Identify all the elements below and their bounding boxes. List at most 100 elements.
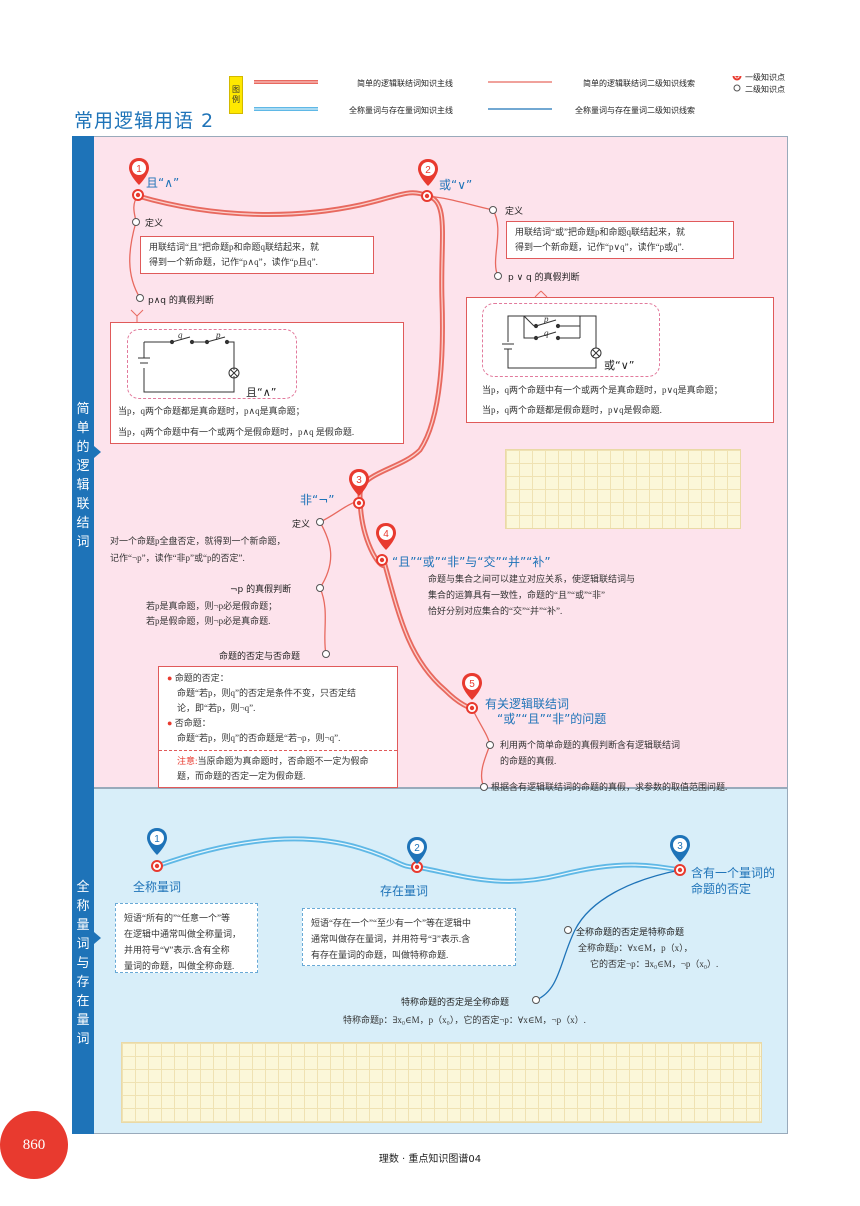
pin-marker-4: 4 <box>376 523 396 550</box>
svg-text:2: 2 <box>414 843 420 854</box>
and-def-text-2: 得到一个新命题，记作“p∧q”，读作“p且q”. <box>149 257 318 267</box>
univ-title: 全称量词 <box>133 880 182 894</box>
pin-marker-2: 2 <box>418 159 438 186</box>
svg-text:5: 5 <box>469 679 475 690</box>
set-text-3: 恰好分别对应集合的“交”“并”“补”. <box>428 606 563 616</box>
prob-title-2: “或”“且”“非”的问题 <box>497 712 607 726</box>
exist-text-1: 短语“存在一个”“至少有一个”等在逻辑中 <box>311 918 471 928</box>
or-circuit-q: q <box>544 328 549 338</box>
or-def-box: 用联结词“或”把命题p和命题q联结起来，就 得到一个新命题，记作“p∨q”，读作… <box>506 221 734 259</box>
not-neg-box: ● 命题的否定： 命题“若p，则q”的否定是条件不变，只否定结 论，即“若p，则… <box>158 666 398 788</box>
not-neg-text-1: 命题“若p，则q”的否定是条件不变，只否定结 <box>177 688 356 698</box>
and-circuit-p: p <box>215 332 221 340</box>
page-title: 常用逻辑用语 2 <box>74 110 215 132</box>
not-note-tag: 注意: <box>177 756 198 766</box>
sidebar-arrow-bottom <box>94 932 101 944</box>
notes-grid-bottom[interactable] <box>121 1042 762 1123</box>
svg-text:3: 3 <box>356 475 362 486</box>
negq-univ-label: 全称命题的否定是特称命题 <box>576 928 685 938</box>
and-circuit-label: 且“∧” <box>246 386 277 399</box>
and-def-text-1: 用联结词“且”把命题p和命题q联结起来，就 <box>149 242 319 252</box>
negq-exist-text: 特称命题p：∃x₀∈M，p（x₀），它的否定¬p：∀x∈M，¬p（x）. <box>343 1015 586 1025</box>
or-circuit-frame <box>482 303 660 377</box>
page-number-badge: 860 <box>0 1111 68 1179</box>
svg-text:1: 1 <box>136 164 142 175</box>
negq-title-1: 含有一个量词的 <box>691 866 776 880</box>
svg-text:4: 4 <box>383 529 389 540</box>
footer-text: 理数 · 重点知识图谱04 <box>378 1154 482 1165</box>
legend-lines <box>254 76 742 111</box>
not-truth-1: 若p是真命题，则¬p必是假命题； <box>146 601 278 611</box>
svg-text:1: 1 <box>154 834 160 845</box>
negq-title-2: 命题的否定 <box>691 882 752 896</box>
legend-main2: 全称量词与存在量词知识主线 <box>349 106 453 115</box>
not-neg-text-2: 论，即“若p，则¬q”. <box>177 703 256 713</box>
not-neg-label: 命题的否定与否命题 <box>219 652 301 662</box>
not-note-text-1: 当原命题为真命题时，否命题不一定为假命 <box>197 756 369 766</box>
legend-badge: 图例 <box>229 76 243 114</box>
or-circuit-label: 或“∨” <box>604 359 635 372</box>
univ-text-4: 量词的命题，叫做全称命题. <box>124 961 235 971</box>
not-title: 非“¬” <box>300 493 335 507</box>
svg-text:3: 3 <box>677 841 683 852</box>
pin-marker-quant-2: 2 <box>407 837 427 864</box>
not-truth-2: 若p是假命题，则¬p必是真命题. <box>146 616 271 626</box>
sidebar-label-quantifiers: 全称量词与存在量词 <box>72 878 94 1049</box>
or-rule-1: 当p，q两个命题中有一个或两个是真命题时，p∨q是真命题； <box>482 385 723 395</box>
or-rule-2: 当p，q两个命题都是假命题时，p∨q是假命题. <box>482 405 662 415</box>
and-rule-2: 当p，q两个命题中有一个或两个是假命题时，p∧q 是假命题. <box>118 427 355 437</box>
and-truth-label: p∧q 的真假判断 <box>148 296 214 306</box>
not-def-text-2: 记作“¬p”，读作“非p”或“p的否定”. <box>110 553 245 563</box>
prob-title-1: 有关逻辑联结词 <box>485 697 570 711</box>
prob-item-1a: 利用两个简单命题的真假判断含有逻辑联结词 <box>500 740 681 750</box>
univ-text-2: 在逻辑中通常叫做全称量词， <box>124 929 242 939</box>
univ-text-3: 并用符号“∀”表示.含有全称 <box>124 945 230 955</box>
and-def-box: 用联结词“且”把命题p和命题q联结起来，就 得到一个新命题，记作“p∧q”，读作… <box>140 236 374 274</box>
and-circuit-q: q <box>178 332 183 340</box>
exist-text-3: 有存在量词的命题，叫做特称命题. <box>311 950 449 960</box>
or-circuit-p: p <box>543 314 549 324</box>
or-def-text-2: 得到一个新命题，记作“p∨q”，读作“p或q”. <box>515 242 684 252</box>
negq-univ-text-1: 全称命题p：∀x∈M，p（x）， <box>578 943 693 953</box>
svg-text:2: 2 <box>425 165 431 176</box>
pin-marker-quant-1: 1 <box>147 828 167 855</box>
not-def-label: 定义 <box>292 520 311 530</box>
and-rule-1: 当p，q两个命题都是真命题时，p∧q是真命题； <box>118 406 305 416</box>
and-def-label: 定义 <box>145 219 164 229</box>
or-def-text-1: 用联结词“或”把命题p和命题q联结起来，就 <box>515 227 685 237</box>
prob-item-1b: 的命题的真假. <box>500 756 557 766</box>
legend-level1: 一级知识点 <box>745 73 785 82</box>
notes-grid-top[interactable] <box>505 449 741 529</box>
univ-box: 短语“所有的”“任意一个”等 在逻辑中通常叫做全称量词， 并用符号“∀”表示.含… <box>115 903 258 973</box>
pin-marker-5: 5 <box>462 673 482 700</box>
set-text-1: 命题与集合之间可以建立对应关系，使逻辑联结词与 <box>428 574 636 584</box>
legend-level2: 二级知识点 <box>745 85 785 94</box>
exist-box: 短语“存在一个”“至少有一个”等在逻辑中 通常叫做存在量词，并用符号“∃”表示.… <box>302 908 516 966</box>
sidebar-label-connectives: 简单的逻辑联结词 <box>72 400 94 552</box>
set-title: “且”“或”“非”与“交”“并”“补” <box>392 555 551 569</box>
pin-marker-3: 3 <box>349 469 369 496</box>
legend-main1: 简单的逻辑联结词知识主线 <box>357 79 453 88</box>
negq-exist-label: 特称命题的否定是全称命题 <box>401 998 510 1008</box>
and-circuit-diagram: q p <box>138 332 240 393</box>
and-title: 且“∧” <box>146 176 180 190</box>
not-neg-heading-2: 否命题： <box>174 718 211 728</box>
or-title: 或“∨” <box>439 178 473 192</box>
or-circuit-diagram: p q <box>502 314 602 369</box>
pin-marker-quant-3: 3 <box>670 835 690 862</box>
legend-sec2: 全称量词与存在量词二级知识线索 <box>575 106 695 115</box>
negq-univ-text-2: 它的否定¬p：∃x₀∈M，¬p（x₀）. <box>590 959 719 969</box>
pin-marker-1: 1 <box>129 158 149 185</box>
not-def-text-1: 对一个命题p全盘否定，就得到一个新命题， <box>110 536 286 546</box>
not-neg-heading-1: 命题的否定： <box>174 673 229 683</box>
set-text-2: 集合的运算具有一致性，命题的“且”“或”“非” <box>428 590 605 600</box>
legend-sec1: 简单的逻辑联结词二级知识线索 <box>583 79 695 88</box>
exist-title: 存在量词 <box>380 884 429 898</box>
not-truth-label: ¬p 的真假判断 <box>230 585 292 595</box>
or-def-label: 定义 <box>505 207 524 217</box>
sidebar-arrow-top <box>94 446 101 458</box>
not-note-text-2: 题，而命题的否定一定为假命题. <box>177 771 306 781</box>
or-truth-label: p ∨ q 的真假判断 <box>508 273 580 283</box>
